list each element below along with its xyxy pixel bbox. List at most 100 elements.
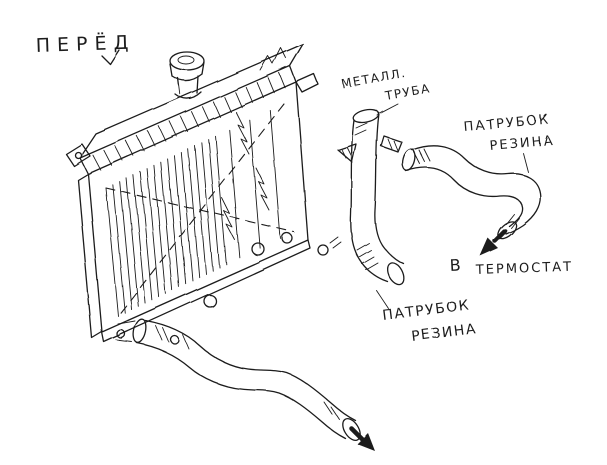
tank-seam-tick [92,154,102,171]
tank-seam-tick [114,145,123,161]
tank-seam-tick [212,101,221,118]
core-fin-line [132,174,146,304]
tank-seam-tick [223,96,232,113]
tank-seam-tick [147,130,156,147]
core-fin-line [105,187,119,317]
label-to-thermostat-prefix: В [449,255,461,275]
break-mark [259,47,287,71]
lower-fitting-1 [251,242,265,256]
tank-seam-tick [201,106,210,123]
core-diagonal-dash-1 [105,187,295,233]
radiator-front-face [87,81,309,333]
pipe-side-tab-tick-2 [393,140,399,152]
filler-neck-base [174,91,202,100]
label-metal-pipe-line2: ТРУБА [383,81,432,103]
core-fin-line [180,152,193,281]
core-fin-line [160,161,173,291]
upper-hose-top-wall [411,145,541,235]
corner-tab [295,73,319,93]
upper-hose-end-tick-1 [505,213,515,225]
arrow-tail [492,228,508,244]
radiator-left-side [77,173,103,339]
radiator-drawing [65,43,342,343]
core-fin-line [167,158,180,288]
side-fitting-tick-1 [329,236,339,244]
lower-hose-end-tick-2 [330,406,340,420]
lower-hose-stub-top [117,320,136,325]
left-bracket-bolt [74,151,82,159]
lower-hose-end-opening [341,417,361,441]
filler-neck-left [177,77,181,95]
core-fin-line [269,110,281,239]
pipe-clamp-tick-1 [356,242,370,251]
label-front: ПЕРЁД [35,31,135,57]
upper-hose-clamp-tick-3 [423,148,431,162]
front-label-tick [101,49,120,65]
lower-hose-clamp-screw [170,335,180,345]
radiator-cap-drawing [169,51,205,100]
upper-hose-clamp-tick-2 [418,149,426,163]
arrow-tail [348,425,365,442]
filler-neck-right [196,75,199,94]
tank-seam-tick [278,72,286,89]
arrow-head [480,238,498,256]
core-fin-line [146,168,160,298]
tank-seam-tick [103,149,113,166]
drain-plug [203,294,217,308]
pipe-top-opening [352,108,380,124]
tank-seam-tick [267,77,275,94]
label-lower-hose-line2: РЕЗИНА [411,321,478,345]
cap-top-inner [177,55,195,65]
pipe-bracket-tick-2 [346,146,352,156]
tank-seam-tick [125,140,134,157]
core-fin-line [201,142,214,272]
radiator-top-surface [79,43,304,159]
side-fitting [317,244,329,256]
cap-skirt-left [169,63,173,77]
pipe-bracket-tick-1 [341,149,347,159]
lower-hose-end-tick-1 [323,401,333,415]
core-fin-line [249,119,261,249]
core-fin-line [153,164,166,294]
core-fin-line [119,181,132,310]
lower-hose-clamp-tick-3 [182,334,190,350]
tank-seam-tick [180,115,189,132]
left-bracket [65,143,91,167]
core-fin-line [215,135,227,265]
lower-hose-top-wall [145,320,356,421]
lower-hose-bottom-wall [136,342,346,439]
core-shade-scribble-2 [255,167,270,211]
drawing-layer [65,43,541,451]
core-fin-line [139,171,153,301]
pipe-clamp-tick-2 [358,249,372,258]
radiator-bottom-edge [101,239,311,343]
pipe-clamp-tick-4 [365,262,379,271]
radiator-top-tank [79,65,297,175]
upper-hose-end-tick-2 [510,217,520,229]
pointer-line-metal-pipe [376,103,399,116]
core-fin-line [208,139,220,268]
tank-seam-tick [191,111,199,128]
core-fins [105,110,281,317]
pointer-line-upper-hose [522,152,529,173]
label-upper-hose-line1: ПАТРУБОК [463,112,551,135]
arrow-head [357,433,375,451]
tank-seam-tick [234,91,243,108]
tank-seam-tick [245,86,254,103]
core-fin-line [228,129,241,259]
cap-skirt-bottom [171,73,203,82]
core-fin-line [112,184,126,314]
core-fin-line [187,148,200,278]
pipe-side-tab [380,135,403,153]
core-fin-line [126,177,139,307]
pointer-line-lower-hose-label [376,290,390,310]
core-shade-scribble-3 [221,197,236,241]
lower-hose-start-opening [132,318,148,344]
upper-hose-bottom-wall [405,166,523,227]
upper-hose-clamp-tick-1 [413,151,421,165]
pipe-end-opening [386,262,406,286]
flow-arrow-to-thermostat [480,228,508,256]
side-fitting-tick-2 [332,241,342,249]
lower-hose-stub-bottom [115,339,133,343]
